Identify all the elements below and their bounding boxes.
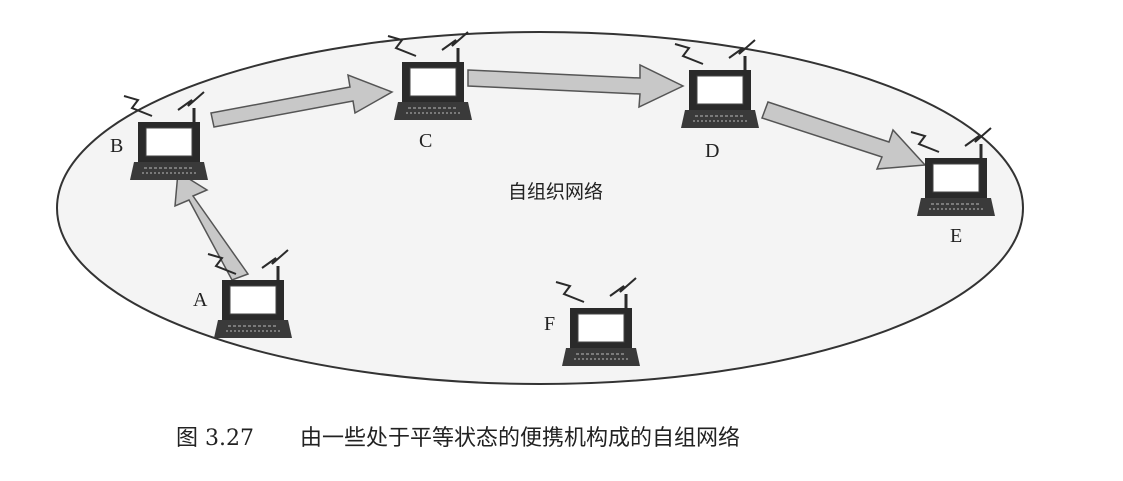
- figure-caption-text: 由一些处于平等状态的便携机构成的自组网络: [300, 426, 740, 451]
- node-label-d: D: [705, 140, 719, 162]
- node-label-a: A: [193, 289, 208, 311]
- node-label-b: B: [110, 135, 123, 157]
- node-label-e: E: [950, 225, 962, 247]
- node-label-c: C: [419, 130, 432, 152]
- link-arrow-c-d: [467, 63, 685, 109]
- network-label: 自组织网络: [508, 181, 603, 203]
- link-arrow-a-b: [174, 170, 250, 281]
- link-arrow-d-e: [761, 101, 927, 170]
- figure-caption-number: 图 3.27: [176, 426, 254, 451]
- node-label-f: F: [544, 313, 555, 335]
- link-arrows: [174, 63, 927, 281]
- link-arrow-b-c: [210, 73, 394, 128]
